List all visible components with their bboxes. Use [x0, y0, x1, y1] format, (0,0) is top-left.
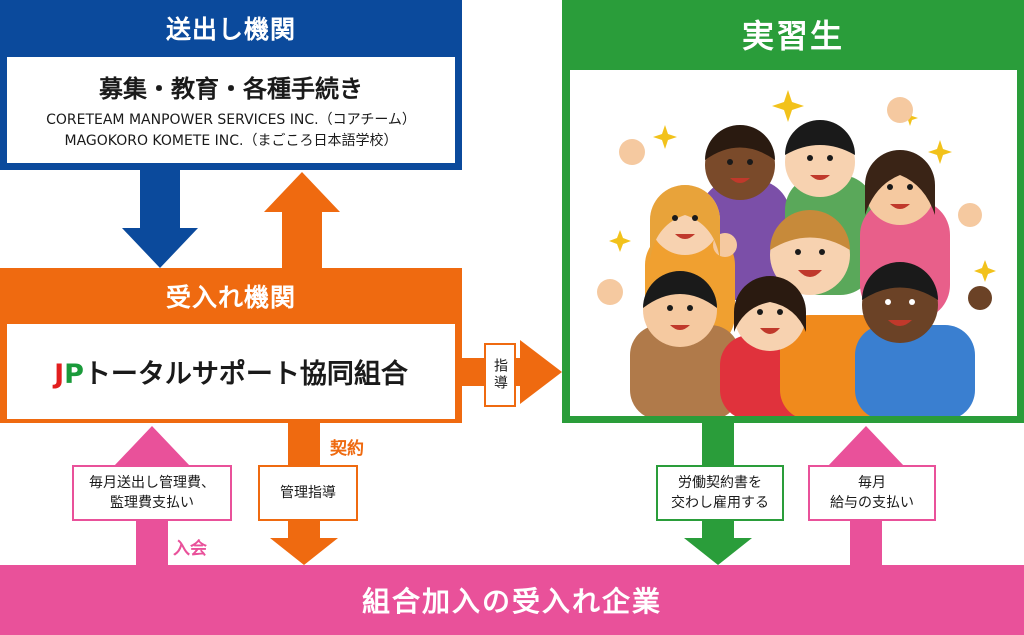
labor-contract-line-2: 交わし雇用する: [671, 495, 769, 511]
sending-org-title: 募集・教育・各種手続き: [99, 74, 363, 103]
sending-org-panel: 募集・教育・各種手続き CORETEAM MANPOWER SERVICES I…: [7, 57, 455, 163]
receiving-org-title: JPトータルサポート協同組合: [54, 352, 408, 391]
receiving-org-name: トータルサポート協同組合: [83, 359, 408, 390]
happy-people-illustration: [597, 90, 996, 420]
logo-letter-j: J: [54, 359, 65, 390]
contract-tag: 契約: [330, 439, 364, 459]
arrow-up-orange-icon: [264, 172, 340, 268]
receiving-org-panel: JPトータルサポート協同組合: [7, 324, 455, 419]
guidance-label: 指導: [484, 343, 516, 407]
receiving-org-heading: 受入れ機関: [165, 283, 296, 312]
logo-letter-p: P: [64, 359, 84, 390]
management-guidance-label: 管理指導: [258, 465, 358, 521]
monthly-fees-line-1: 毎月送出し管理費、: [89, 475, 215, 491]
salary-payment-line-1: 毎月: [858, 475, 886, 491]
sending-org-line-1: CORETEAM MANPOWER SERVICES INC.（コアチーム）: [46, 111, 416, 128]
labor-contract-label: 労働契約書を 交わし雇用する: [656, 465, 784, 521]
sending-org-heading: 送出し機関: [165, 15, 296, 44]
monthly-fees-line-2: 監理費支払い: [110, 495, 194, 511]
trainee-illustration-panel: [570, 70, 1017, 420]
member-companies-bar: 組合加入の受入れ企業: [0, 565, 1024, 635]
trainee-heading: 実習生: [741, 17, 844, 55]
salary-payment-line-2: 給与の支払い: [830, 495, 914, 511]
monthly-fees-label: 毎月送出し管理費、 監理費支払い: [72, 465, 232, 521]
sending-org-line-2: MAGOKORO KOMETE INC.（まごころ日本語学校）: [64, 132, 398, 149]
labor-contract-line-1: 労働契約書を: [678, 475, 762, 491]
salary-payment-label: 毎月 給与の支払い: [808, 465, 936, 521]
join-tag: 入会: [173, 539, 207, 559]
arrow-down-blue-icon: [122, 170, 198, 268]
